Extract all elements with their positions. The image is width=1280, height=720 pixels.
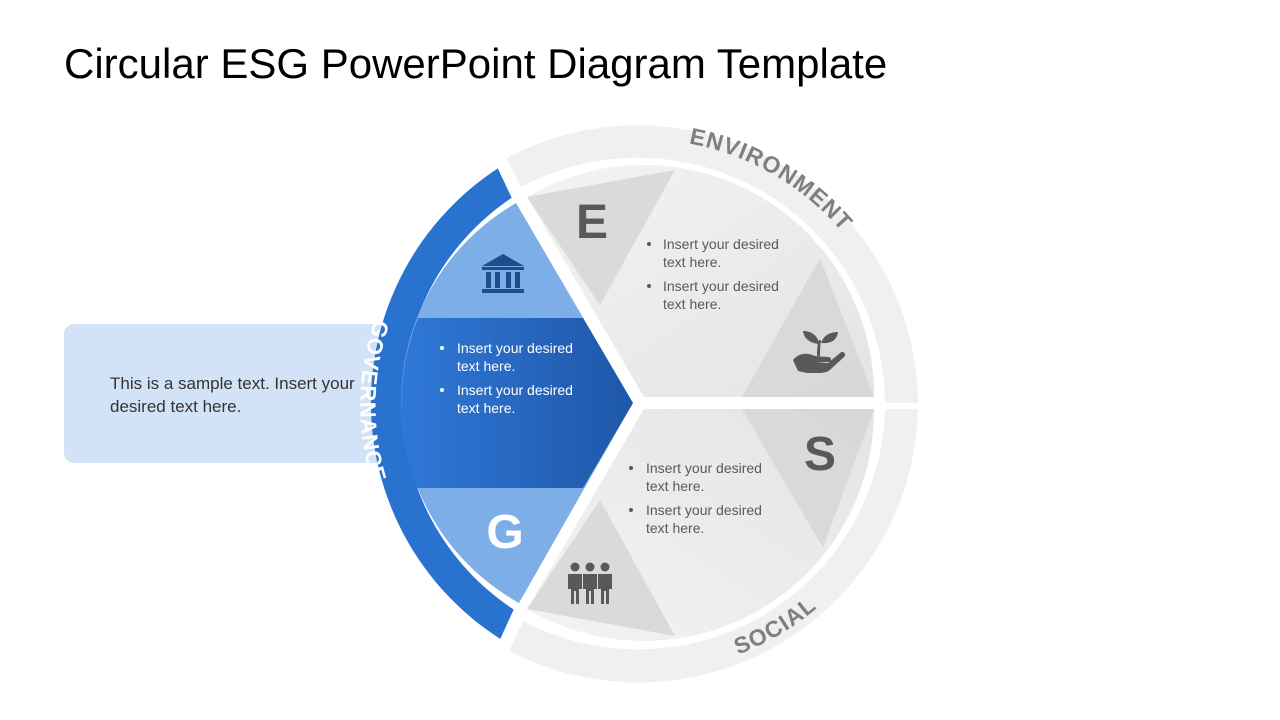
plant-in-hand-icon [793, 331, 846, 373]
environment-bullet-1-line-1: Insert your desired [663, 236, 779, 252]
bullet-dot [440, 346, 444, 350]
bullet-dot [629, 466, 633, 470]
governance-bullet-1-line-2: text here. [457, 358, 515, 374]
environment-icon-band [742, 258, 874, 397]
governance-bullet-2-line-2: text here. [457, 400, 515, 416]
social-letter-band [742, 409, 874, 548]
environment-bullet-2-line-2: text here. [663, 296, 721, 312]
governance-bullet-1-line-1: Insert your desired [457, 340, 573, 356]
governance-bullet-list: Insert your desired text here. Insert yo… [440, 340, 573, 416]
sample-text-callout: This is a sample text. Insert your desir… [64, 324, 410, 463]
environment-letter: E [576, 196, 608, 249]
governance-highlight-band [401, 318, 633, 488]
social-bullet-2-line-1: Insert your desired [646, 502, 762, 518]
governance-outer-ring [370, 168, 514, 639]
social-bullet-1-line-2: text here. [646, 478, 704, 494]
social-outer-ring [508, 409, 918, 683]
social-bullet-list: Insert your desired text here. Insert yo… [629, 460, 762, 536]
governance-bullet-2-line-1: Insert your desired [457, 382, 573, 398]
bank-building-icon [482, 254, 524, 293]
bullet-dot [440, 388, 444, 392]
slide-title: Circular ESG PowerPoint Diagram Template [64, 40, 888, 87]
people-group-icon [568, 562, 612, 604]
governance-letter: G [486, 506, 523, 559]
environment-outer-ring [506, 125, 918, 403]
callout-text: This is a sample text. Insert your desir… [110, 374, 355, 416]
environment-bullet-list: Insert your desired text here. Insert yo… [647, 236, 779, 312]
social-bullet-2-line-2: text here. [646, 520, 704, 536]
social-bullet-1-line-1: Insert your desired [646, 460, 762, 476]
social-letter: S [804, 428, 836, 481]
environment-bullet-2-line-1: Insert your desired [663, 278, 779, 294]
bullet-dot [647, 284, 651, 288]
bullet-dot [647, 242, 651, 246]
environment-letter-band [527, 170, 675, 305]
bullet-dot [629, 508, 633, 512]
environment-bullet-1-line-2: text here. [663, 254, 721, 270]
